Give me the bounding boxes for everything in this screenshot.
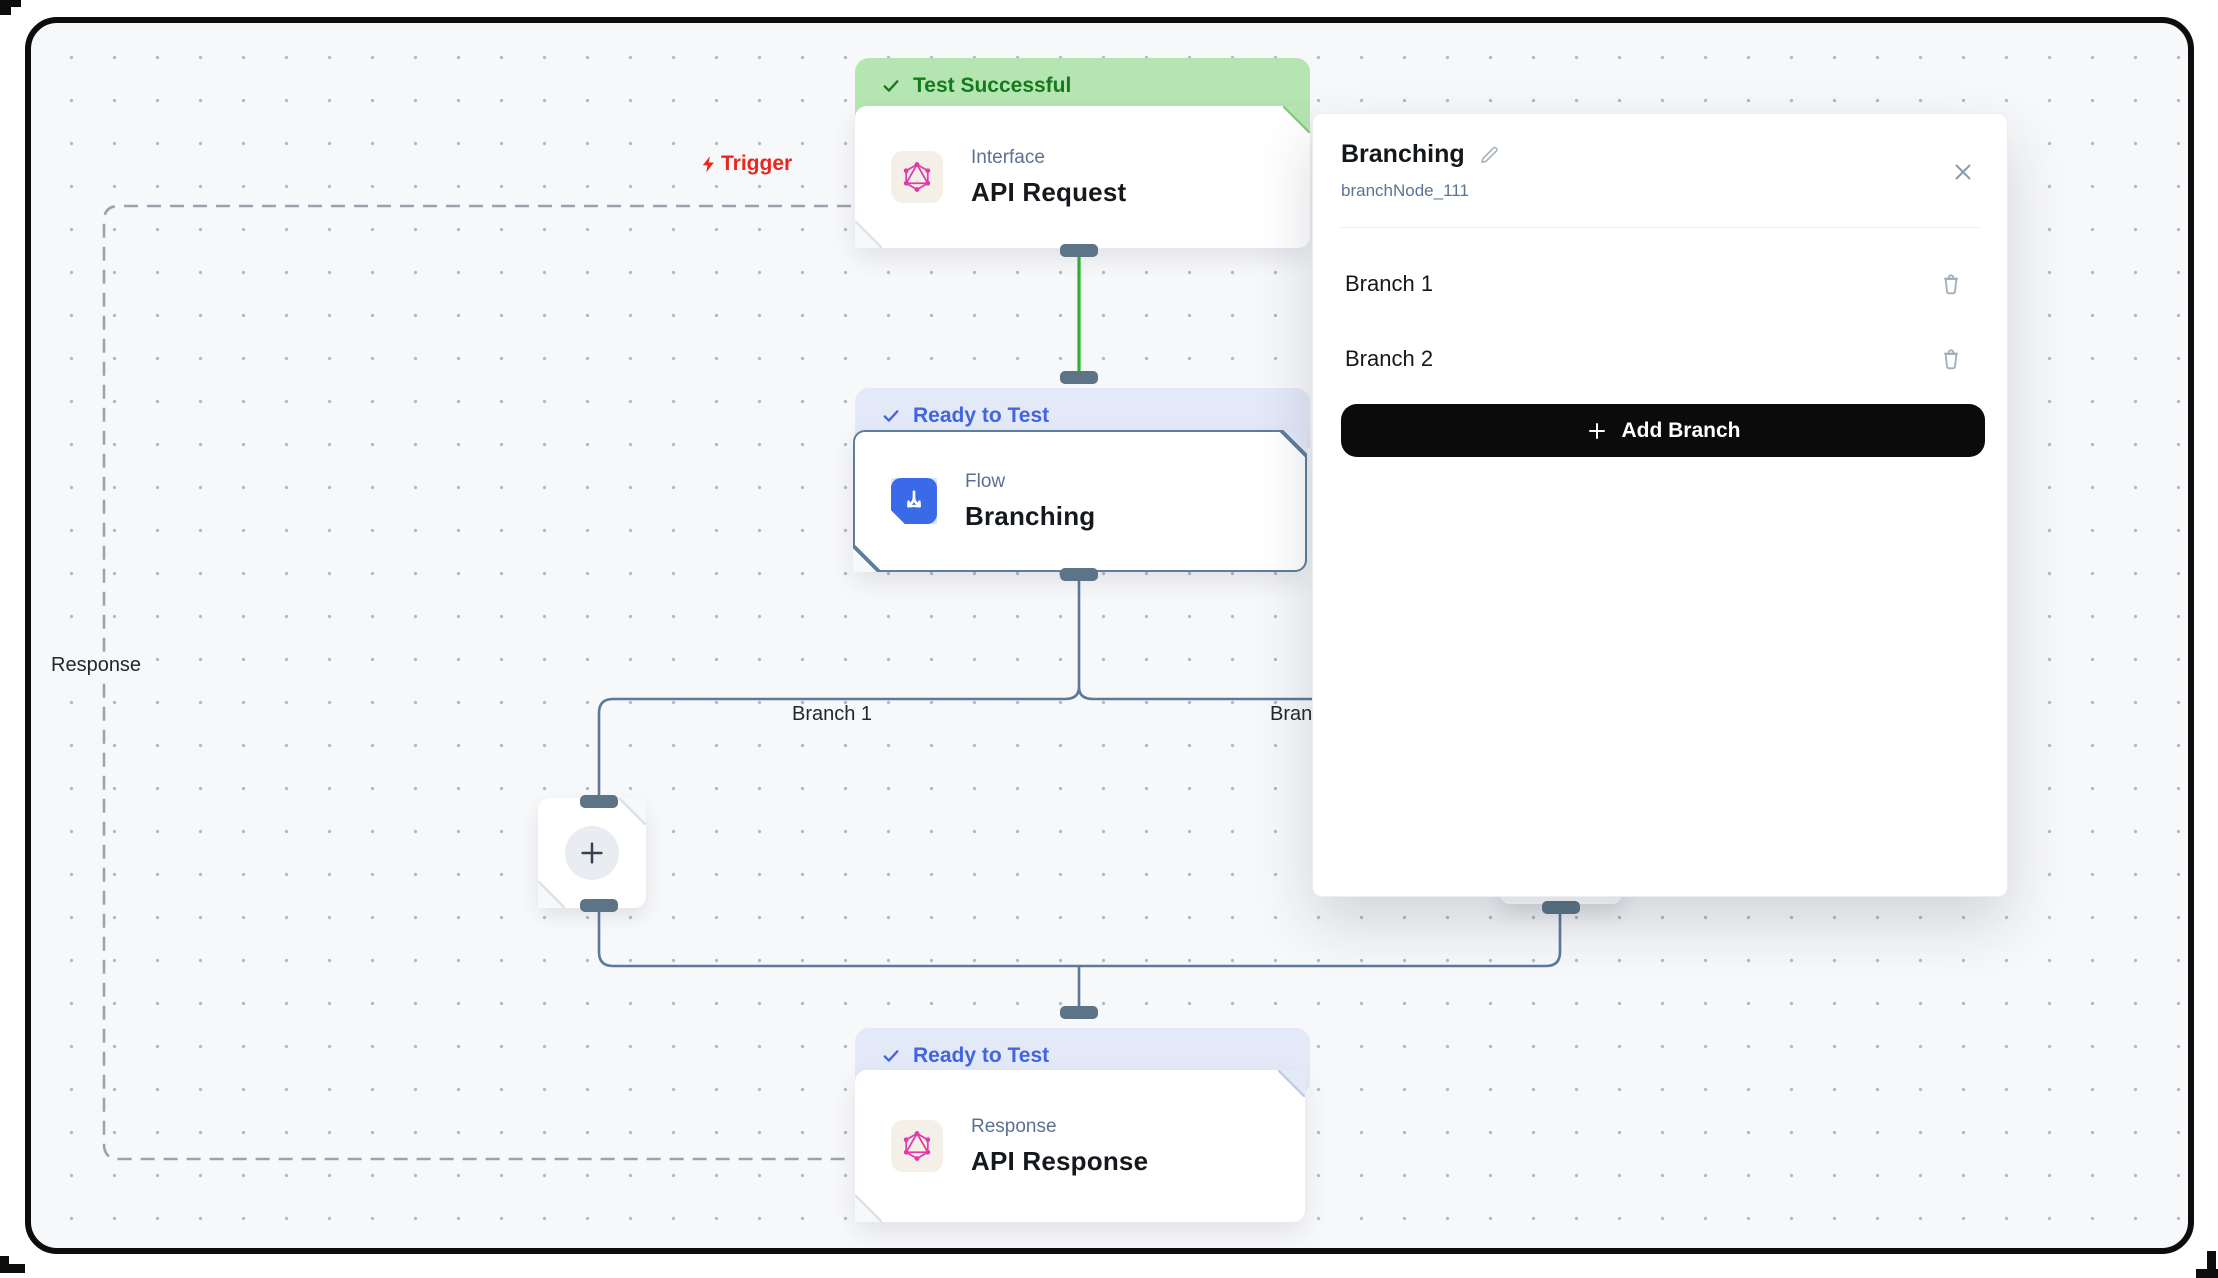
node-category: Response xyxy=(971,1115,1057,1137)
connection-handle[interactable] xyxy=(580,795,618,808)
node-api-request[interactable]: Interface API Request xyxy=(855,106,1310,248)
crop-mark xyxy=(0,7,11,15)
trash-icon xyxy=(1944,273,1958,294)
node-id: branchNode_111 xyxy=(1341,181,1469,200)
lightning-bolt-icon xyxy=(702,155,714,172)
close-panel-button[interactable] xyxy=(1949,158,1977,186)
panel-title: Branching xyxy=(1341,140,1465,168)
connection-handle[interactable] xyxy=(1542,901,1580,914)
corner-notch xyxy=(855,1195,882,1222)
node-category: Interface xyxy=(971,146,1045,168)
node-branching[interactable]: Flow Branching xyxy=(853,430,1307,572)
response-edge-label: Response xyxy=(46,652,147,679)
plus-icon xyxy=(1589,422,1606,439)
corner-notch xyxy=(619,798,646,825)
crop-mark xyxy=(2207,1251,2216,1271)
branch-row[interactable]: Branch 2 xyxy=(1345,321,1965,396)
crop-mark xyxy=(0,0,21,7)
branch-list: Branch 1 Branch 2 xyxy=(1313,246,2007,396)
trigger-label: Trigger xyxy=(700,152,792,176)
trash-icon xyxy=(1944,348,1958,369)
branch-label: Branch 2 xyxy=(1345,345,1434,371)
delete-branch-button[interactable] xyxy=(1937,344,1965,374)
crop-mark xyxy=(0,1256,9,1265)
banner-fold xyxy=(1280,430,1307,457)
corner-notch xyxy=(855,221,882,248)
connection-handle[interactable] xyxy=(580,899,618,912)
connection-handle[interactable] xyxy=(1060,1006,1098,1019)
node-title: Branching xyxy=(965,500,1096,531)
corner-notch xyxy=(538,881,565,908)
check-icon xyxy=(883,410,899,422)
branch-flow-icon xyxy=(891,478,937,524)
banner-fold xyxy=(1278,1070,1305,1097)
plus-icon[interactable] xyxy=(565,826,619,880)
crop-mark xyxy=(0,1264,25,1273)
branch1-edge-label: Branch 1 xyxy=(792,703,873,725)
check-icon xyxy=(883,1050,899,1062)
branching-config-panel: Branching branchNode_111 Branch 1 xyxy=(1312,113,2008,897)
add-branch-label: Add Branch xyxy=(1621,418,1741,442)
edit-title-button[interactable] xyxy=(1477,143,1501,167)
branch-row[interactable]: Branch 1 xyxy=(1345,246,1965,321)
node-api-response[interactable]: Response API Response xyxy=(855,1070,1305,1222)
close-icon xyxy=(1955,164,1971,180)
delete-branch-button[interactable] xyxy=(1937,269,1965,299)
corner-notch xyxy=(853,545,880,572)
divider xyxy=(1341,227,1979,228)
connection-handle[interactable] xyxy=(1060,568,1098,581)
banner-fold xyxy=(1283,106,1310,133)
graphql-icon xyxy=(891,1120,943,1172)
connection-handle[interactable] xyxy=(1060,244,1098,257)
add-branch-button[interactable]: Add Branch xyxy=(1341,404,1985,457)
node-title: API Response xyxy=(971,1145,1149,1176)
check-icon xyxy=(883,80,899,92)
crop-mark xyxy=(2196,1269,2218,1278)
connection-handle[interactable] xyxy=(1060,371,1098,384)
node-category: Flow xyxy=(965,470,1006,492)
graphql-icon xyxy=(891,151,943,203)
add-step-node[interactable] xyxy=(538,798,646,908)
node-title: API Request xyxy=(971,176,1127,207)
branch-label: Branch 1 xyxy=(1345,270,1434,296)
pencil-icon xyxy=(1480,146,1498,163)
